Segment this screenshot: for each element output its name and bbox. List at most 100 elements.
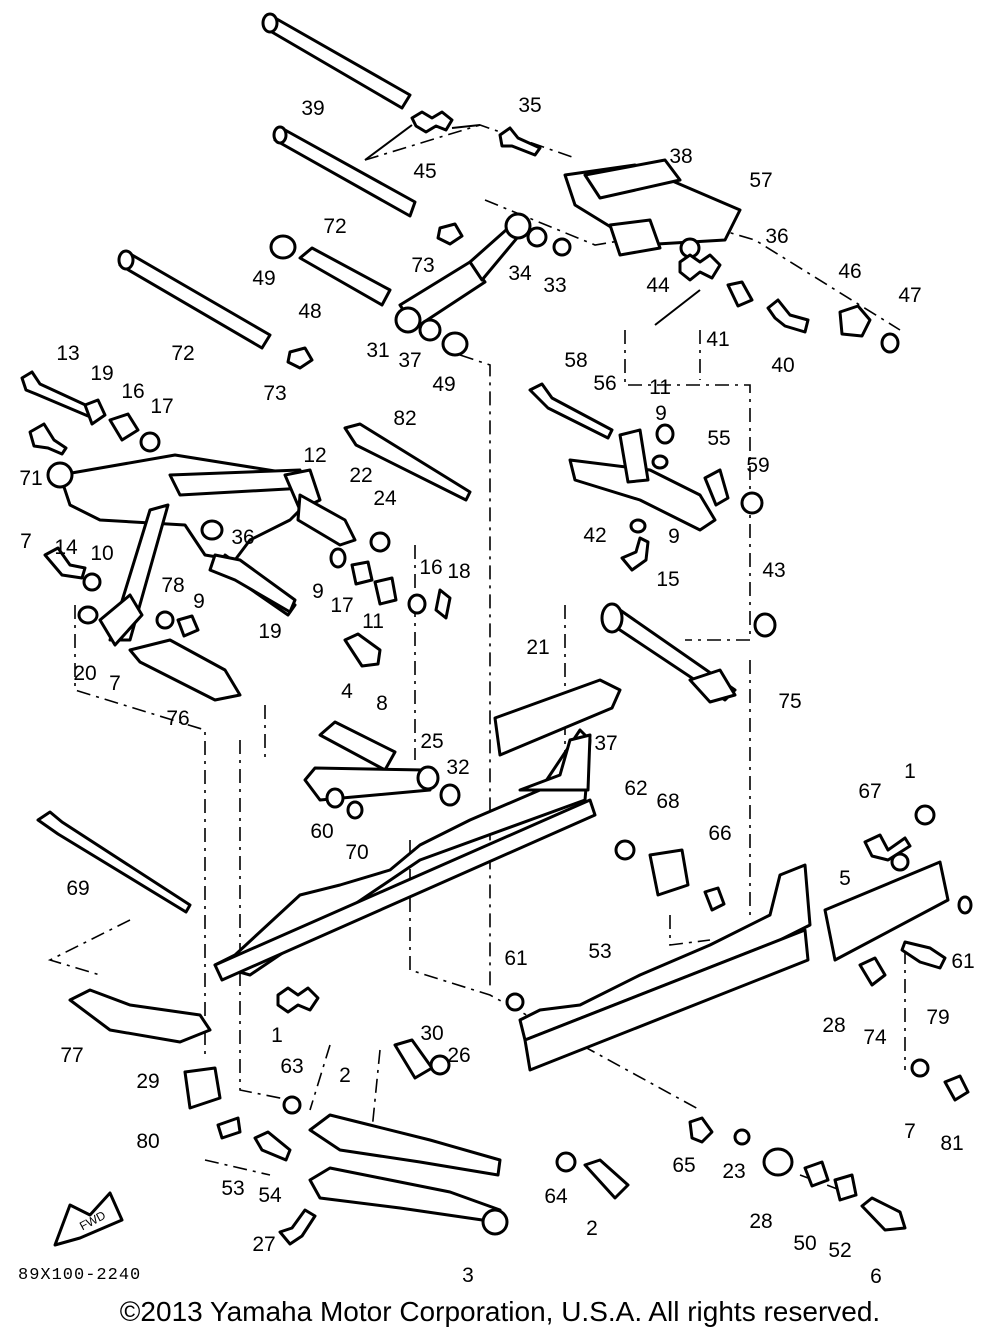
part-callout: 52 — [828, 1239, 851, 1262]
arm-22 — [296, 493, 357, 547]
part-callout: 40 — [771, 354, 794, 377]
part-callout: 26 — [447, 1044, 470, 1067]
exploded-parts-diagram: FWD 394535385772733649483433444647723137… — [19, 12, 975, 1288]
part-callout: 76 — [166, 707, 189, 730]
part-callout: 28 — [749, 1210, 772, 1233]
ski-2-right — [308, 1113, 502, 1224]
part-callout: 15 — [656, 568, 679, 591]
part-callout: 38 — [669, 145, 692, 168]
part-callout: 7 — [904, 1120, 916, 1143]
collar-41 — [726, 280, 754, 308]
part-callout: 9 — [655, 402, 667, 425]
part-callout: 45 — [413, 160, 436, 183]
part-callout: 3 — [462, 1264, 474, 1287]
part-callout: 47 — [898, 284, 921, 307]
bolt-40 — [766, 298, 810, 334]
part-callout: 7 — [20, 530, 32, 553]
part-callout: 16 — [419, 556, 442, 579]
spring-44 — [654, 253, 722, 326]
part-callout: 35 — [518, 94, 541, 117]
part-callout: 59 — [746, 454, 769, 477]
part-callout: 75 — [778, 690, 801, 713]
part-callout: 2 — [339, 1064, 351, 1087]
collar-7-9-11-upper — [77, 605, 200, 638]
part-callout: 37 — [594, 732, 617, 755]
part-callout: 11 — [649, 376, 671, 399]
bracket-42 — [568, 428, 717, 532]
bolt-80-81 — [910, 1058, 970, 1102]
bolt-35 — [498, 126, 542, 157]
part-callout: 32 — [446, 756, 469, 779]
part-callout: 60 — [310, 820, 333, 843]
part-callout: 46 — [838, 260, 861, 283]
part-callout: 78 — [161, 574, 184, 597]
part-callout: 71 — [19, 467, 42, 490]
part-callout: 61 — [504, 947, 527, 970]
part-callout: 68 — [656, 790, 679, 813]
part-callout: 5 — [839, 867, 851, 890]
cap-78 — [753, 612, 777, 638]
rear-arm-38 — [563, 158, 742, 259]
part-callout: 43 — [762, 559, 785, 582]
guide-4 — [128, 638, 242, 702]
shock-absorber-31 — [394, 212, 532, 334]
fwd-arrow: FWD — [53, 1191, 124, 1247]
part-callout: 81 — [940, 1132, 963, 1155]
part-callout: 17 — [330, 594, 353, 617]
washers-9-11-59 — [629, 423, 764, 534]
part-callout: 8 — [376, 692, 388, 715]
part-callout: 41 — [706, 328, 729, 351]
bushings-17-16-19-18-15-24 — [329, 531, 452, 620]
ski-2-left — [68, 988, 212, 1044]
shaft-72-upper — [272, 125, 417, 218]
bolt-43 — [620, 536, 650, 572]
collar-26 — [393, 1038, 451, 1080]
part-callout: 17 — [150, 395, 173, 418]
plate-75 — [493, 678, 622, 757]
bolt-71 — [28, 422, 68, 456]
copyright-notice: ©2013 Yamaha Motor Corporation, U.S.A. A… — [119, 1296, 881, 1327]
part-callout: 53 — [221, 1177, 244, 1200]
part-callout: 6 — [870, 1265, 882, 1288]
bolt-13 — [20, 370, 94, 418]
part-callout: 13 — [56, 342, 79, 365]
part-callout: 48 — [298, 300, 321, 323]
plate-74 — [823, 860, 950, 962]
bolt-58 — [528, 382, 614, 440]
part-65 — [216, 1116, 242, 1140]
part-callout: 1 — [271, 1024, 283, 1047]
part-callout: 65 — [672, 1154, 695, 1177]
drawing-code: 89X100-2240 — [18, 1266, 142, 1285]
rail-1-left — [213, 728, 597, 982]
part-callout: 1 — [904, 760, 916, 783]
spring-30 — [276, 986, 320, 1014]
part-callout: 61 — [951, 950, 974, 973]
washers-19-16-17 — [83, 398, 161, 453]
parts-50-52-54-51 — [762, 1147, 907, 1232]
bolt-14-9-10 — [43, 546, 102, 592]
rail-1-right — [518, 863, 812, 1072]
part-callout: 62 — [624, 777, 647, 800]
part-callout: 10 — [90, 542, 113, 565]
part-callout: 50 — [793, 1232, 816, 1255]
collar-7-lower — [282, 1095, 302, 1115]
part-callout: 12 — [303, 444, 326, 467]
part-callout: 79 — [926, 1006, 949, 1029]
part-callout: 69 — [66, 877, 89, 900]
cap-46 — [838, 304, 872, 338]
part-callout: 16 — [121, 380, 144, 403]
part-callout: 73 — [411, 254, 434, 277]
shaft-25 — [318, 720, 397, 772]
part-callout: 24 — [373, 487, 397, 510]
part-callout: 80 — [136, 1130, 159, 1153]
bushings-33-34-37-49 — [418, 226, 572, 357]
part-callout: 31 — [366, 339, 389, 362]
shaft-76 — [600, 602, 737, 704]
shaft-32 — [303, 765, 440, 802]
collar-49-left — [269, 234, 297, 260]
part-callout: 39 — [301, 97, 324, 120]
part-callout: 22 — [349, 464, 372, 487]
pivot-20 — [208, 553, 297, 614]
part-callout: 36 — [231, 526, 254, 549]
part-callout: 34 — [508, 262, 532, 285]
